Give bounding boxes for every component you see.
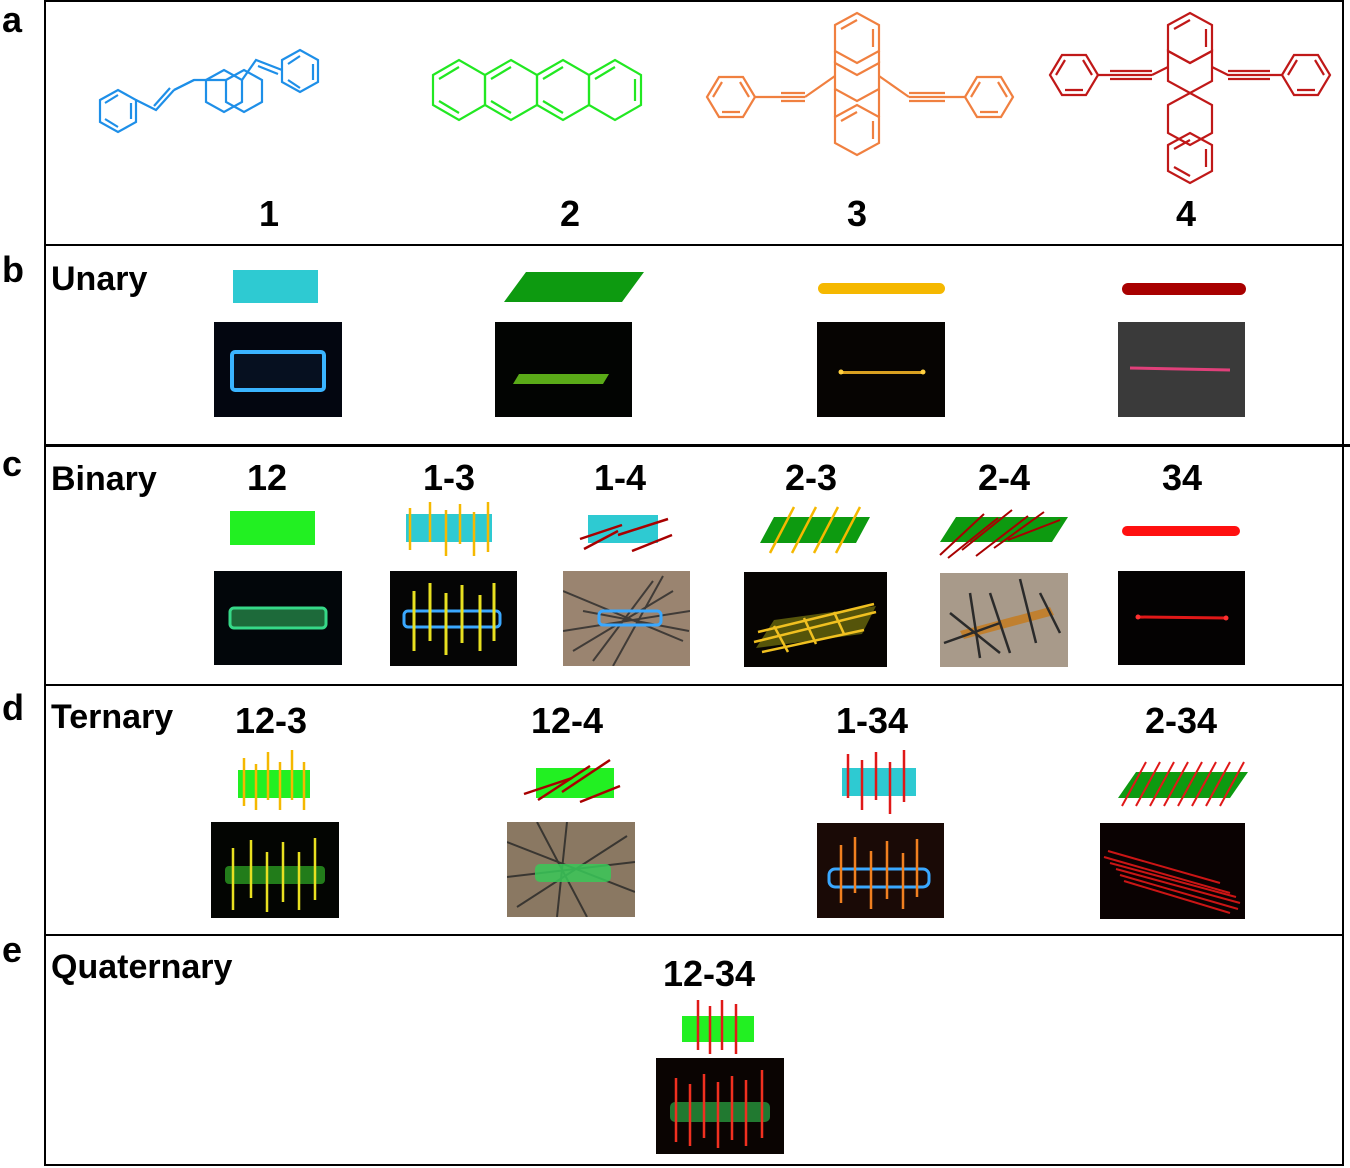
compound-label-3: 3: [846, 193, 868, 234]
panel-b-frame: [44, 244, 1344, 448]
panel-title-quaternary: Quaternary: [51, 948, 233, 986]
scheme-ternary-1-34: [838, 748, 920, 816]
binary-label-1-3: 1-3: [422, 457, 476, 498]
panel-title-binary: Binary: [51, 460, 157, 498]
panel-letter-b: b: [2, 249, 24, 290]
scheme-binary-2-4: [936, 500, 1071, 562]
scheme-binary-12: [230, 511, 315, 545]
micrograph-unary-3: [817, 322, 945, 417]
scheme-ternary-12-4: [522, 756, 622, 806]
panel-letter-c: c: [2, 443, 23, 484]
micrograph-binary-2-3: [744, 572, 887, 667]
compound-label-4: 4: [1175, 193, 1197, 234]
scheme-binary-1-4: [578, 505, 674, 555]
scheme-ternary-2-34: [1116, 760, 1251, 808]
scheme-binary-1-3: [398, 500, 498, 560]
scheme-unary-1-cyan-rectangle: [233, 270, 318, 303]
binary-label-12: 12: [246, 457, 288, 498]
panel-letter-a: a: [2, 0, 23, 40]
micrograph-ternary-12-3: [211, 822, 339, 918]
panel-title-ternary: Ternary: [51, 698, 174, 736]
molecule-4-structure: [1040, 5, 1340, 195]
quaternary-label-12-34: 12-34: [662, 953, 756, 994]
binary-label-2-3: 2-3: [784, 457, 838, 498]
ternary-label-12-4: 12-4: [530, 700, 604, 741]
micrograph-unary-1: [214, 322, 342, 417]
compound-label-2: 2: [559, 193, 581, 234]
scheme-binary-2-3: [758, 503, 873, 555]
scheme-unary-4-red-wire: [1122, 283, 1246, 295]
micrograph-binary-2-4: [940, 573, 1068, 667]
micrograph-unary-4: [1118, 322, 1245, 417]
scheme-quaternary-12-34: [680, 998, 756, 1058]
micrograph-quaternary-12-34: [656, 1058, 784, 1154]
micrograph-binary-34: [1118, 571, 1245, 665]
binary-label-1-4: 1-4: [593, 457, 647, 498]
micrograph-binary-1-4: [563, 571, 690, 666]
micrograph-ternary-2-34: [1100, 823, 1245, 919]
binary-label-34: 34: [1161, 457, 1203, 498]
molecule-3-structure: [695, 5, 1025, 175]
molecule-2-structure: [425, 45, 665, 135]
panel-title-unary: Unary: [51, 260, 148, 298]
ternary-label-12-3: 12-3: [234, 700, 308, 741]
panel-letter-d: d: [2, 687, 24, 728]
micrograph-binary-1-3: [390, 571, 517, 666]
panel-c-top-line: [44, 444, 1350, 447]
binary-label-2-4: 2-4: [977, 457, 1031, 498]
scheme-unary-2-green-parallelogram: [504, 272, 644, 304]
molecule-1-structure: [70, 30, 410, 150]
ternary-label-2-34: 2-34: [1144, 700, 1218, 741]
panel-e-frame: [44, 934, 1344, 1166]
micrograph-ternary-12-4: [507, 822, 635, 917]
micrograph-ternary-1-34: [817, 823, 944, 918]
micrograph-unary-2: [495, 322, 632, 417]
scheme-binary-34-red-wire: [1122, 526, 1240, 536]
micrograph-binary-12: [214, 571, 342, 665]
scheme-unary-3-yellow-wire: [818, 283, 945, 294]
panel-letter-e: e: [2, 929, 23, 970]
scheme-ternary-12-3: [234, 748, 314, 812]
ternary-label-1-34: 1-34: [835, 700, 909, 741]
compound-label-1: 1: [258, 193, 280, 234]
